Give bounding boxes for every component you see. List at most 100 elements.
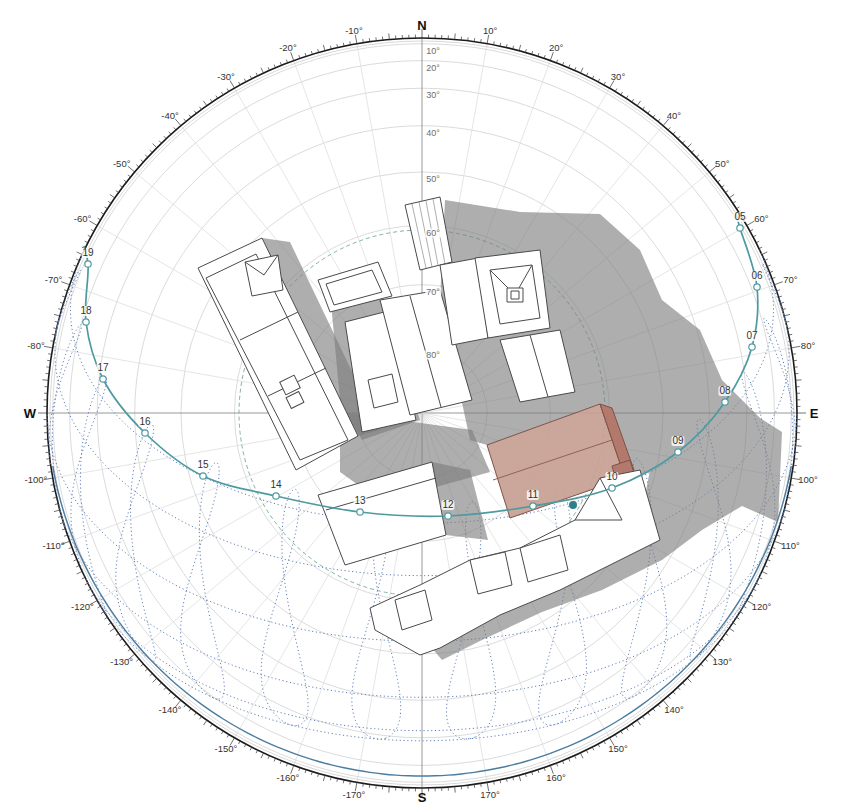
- azimuth-label: -140°: [159, 705, 182, 715]
- hour-label: 18: [79, 306, 92, 316]
- azimuth-tick: [797, 426, 800, 427]
- azimuth-tick: [194, 111, 196, 114]
- azimuth-tick: [349, 781, 351, 784]
- azimuth-tick: [64, 535, 67, 536]
- sun-path-layer: [83, 214, 760, 519]
- altitude-label: 20°: [425, 63, 441, 72]
- hour-label: 06: [750, 271, 763, 281]
- azimuth-tick: [474, 784, 475, 787]
- azimuth-label: 170°: [480, 790, 500, 800]
- azimuth-tick: [54, 314, 60, 316]
- azimuth-tick: [375, 785, 376, 788]
- azimuth-tick: [62, 529, 65, 530]
- pyramid-building: [475, 250, 550, 338]
- building: [368, 374, 398, 408]
- azimuth-tick: [200, 107, 202, 110]
- azimuth-tick: [305, 53, 306, 56]
- azimuth-tick: [729, 628, 734, 631]
- azimuth-tick: [797, 406, 800, 407]
- azimuth-label: -10°: [345, 26, 363, 36]
- pyramid-roof: [507, 288, 523, 302]
- azimuth-tick: [428, 35, 429, 38]
- altitude-label: 80°: [425, 350, 441, 359]
- azimuth-tick: [493, 781, 495, 784]
- azimuth-tick: [174, 127, 176, 130]
- azimuth-label: -150°: [215, 744, 238, 754]
- azimuth-label: 120°: [752, 602, 772, 612]
- azimuth-tick: [210, 724, 212, 727]
- hour-marker: [200, 473, 206, 479]
- azimuth-tick: [124, 180, 127, 182]
- azimuth-tick: [69, 277, 72, 278]
- azimuth-tick: [53, 497, 56, 499]
- azimuth-tick: [250, 76, 252, 79]
- azimuth-tick: [538, 53, 539, 56]
- azimuth-tick: [159, 141, 161, 144]
- compass-letter: W: [24, 407, 36, 420]
- azimuth-tick: [562, 761, 563, 764]
- azimuth-tick: [678, 687, 680, 690]
- azimuth-tick: [532, 51, 533, 54]
- azimuth-tick: [777, 290, 780, 291]
- buildings: [198, 197, 660, 655]
- azimuth-tick: [797, 399, 800, 400]
- azimuth-tick: [435, 788, 436, 791]
- azimuth-tick: [164, 136, 166, 139]
- azimuth-tick: [274, 758, 275, 761]
- azimuth-tick: [747, 221, 755, 226]
- hour-label: 09: [671, 436, 684, 446]
- azimuth-tick: [395, 787, 396, 790]
- hour-analemma: [71, 377, 107, 614]
- azimuth-label: 60°: [754, 214, 768, 224]
- tower-ribs: [412, 199, 445, 268]
- azimuth-tick: [794, 458, 797, 459]
- azimuth-tick: [280, 761, 281, 764]
- azimuth-tick: [42, 379, 48, 381]
- azimuth-tick: [47, 360, 50, 361]
- azimuth-tick: [74, 560, 77, 561]
- azimuth-tick: [713, 649, 716, 651]
- hour-marker: [100, 376, 106, 382]
- azimuth-tick: [46, 366, 49, 367]
- azimuth-tick: [261, 68, 264, 73]
- azimuth-tick: [210, 99, 212, 102]
- building-edge: [245, 255, 278, 275]
- hour-marker: [83, 319, 89, 325]
- azimuth-tick: [402, 35, 403, 38]
- hour-marker: [754, 284, 760, 290]
- azimuth-tick: [454, 787, 456, 793]
- azimuth-tick: [69, 547, 72, 548]
- azimuth-tick: [44, 426, 47, 427]
- azimuth-tick: [777, 535, 780, 536]
- azimuth-tick: [61, 282, 69, 285]
- azimuth-tick: [781, 302, 784, 303]
- azimuth-tick: [512, 46, 514, 49]
- azimuth-tick: [779, 529, 782, 530]
- sky-grid: [38, 29, 806, 797]
- azimuth-tick: [141, 664, 144, 666]
- azimuth-tick: [388, 33, 390, 39]
- azimuth-tick: [487, 35, 489, 44]
- hour-marker: [675, 449, 681, 455]
- azimuth-tick: [696, 155, 699, 157]
- azimuth-tick: [415, 788, 416, 791]
- azimuth-tick: [38, 413, 47, 414]
- azimuth-tick: [772, 277, 775, 278]
- azimuth-tick: [55, 321, 58, 323]
- azimuth-label: 70°: [783, 276, 797, 286]
- azimuth-tick: [790, 484, 793, 486]
- compass-letter: S: [418, 791, 427, 804]
- azimuth-tick: [221, 92, 223, 95]
- azimuth-tick: [52, 334, 55, 336]
- hour-label: 11: [527, 490, 539, 500]
- azimuth-tick: [369, 38, 370, 41]
- azimuth-tick: [145, 155, 148, 157]
- azimuth-tick: [216, 96, 218, 99]
- azimuth-tick: [550, 52, 553, 60]
- azimuth-label: 20°: [549, 44, 563, 54]
- azimuth-tick: [42, 445, 48, 447]
- azimuth-tick: [789, 334, 792, 336]
- azimuth-tick: [793, 360, 796, 361]
- azimuth-label: 130°: [712, 658, 732, 668]
